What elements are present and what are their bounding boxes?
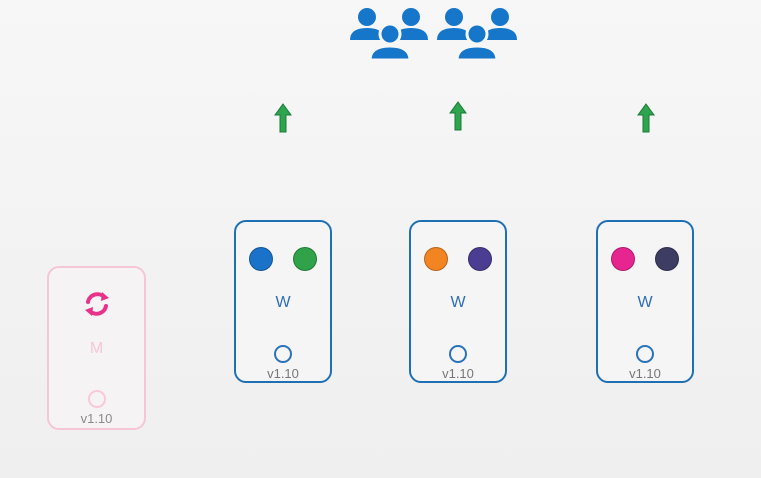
sync-icon (85, 292, 109, 316)
node-version-label: v1.10 (442, 366, 474, 381)
node-version-label: v1.10 (629, 366, 661, 381)
node-status-indicator (274, 345, 292, 363)
node-status-indicator (636, 345, 654, 363)
worker-node: W v1.10 (596, 220, 694, 383)
pod (655, 247, 679, 271)
node-role-label: W (450, 294, 466, 311)
node-role-label: M (89, 340, 104, 357)
node-role-label: W (637, 294, 653, 311)
node-version-label: v1.10 (80, 411, 113, 426)
pod (293, 247, 317, 271)
pod (468, 247, 492, 271)
users-group-icon (350, 8, 517, 60)
node-version-label: v1.10 (267, 366, 299, 381)
worker-node: W v1.10 (409, 220, 507, 383)
arrow-up-icon (637, 103, 655, 133)
node-status-indicator (449, 345, 467, 363)
pod (424, 247, 448, 271)
node-status-indicator (88, 390, 106, 408)
arrow-up-icon (449, 101, 467, 131)
master-node: M v1.10 (47, 266, 146, 430)
pod (249, 247, 273, 271)
worker-node: W v1.10 (234, 220, 332, 383)
arrow-up-icon (274, 103, 292, 133)
pod (611, 247, 635, 271)
node-role-label: W (275, 294, 291, 311)
